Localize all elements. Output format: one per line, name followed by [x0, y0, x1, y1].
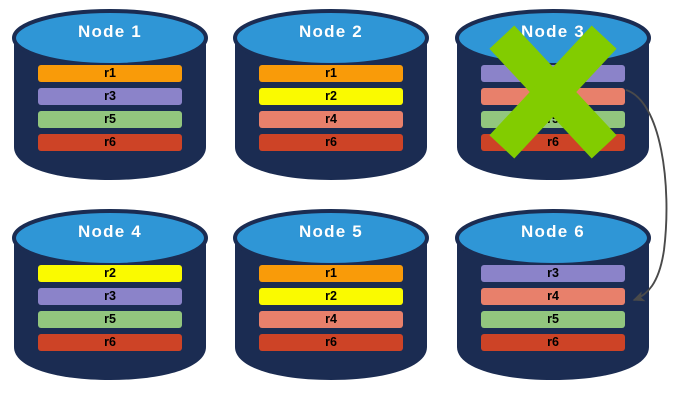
replica-list: r1 r2 r4 r6 [259, 265, 403, 351]
replica-bar[interactable]: r6 [259, 334, 403, 351]
replica-bar[interactable]: r6 [481, 334, 625, 351]
replica-bar[interactable]: r2 [259, 88, 403, 105]
replica-list: r3 r4 r5 r6 [481, 265, 625, 351]
replica-list: r1 r2 r4 r6 [259, 65, 403, 151]
replica-bar[interactable]: r2 [259, 288, 403, 305]
cylinder-top-disc [233, 9, 429, 67]
replica-bar[interactable]: r6 [259, 134, 403, 151]
replica-list: r3 r4 r5 r6 [481, 65, 625, 151]
replica-bar[interactable]: r3 [38, 88, 182, 105]
replica-bar[interactable]: r2 [38, 265, 182, 282]
cylinder-top-disc [455, 209, 651, 267]
replica-bar[interactable]: r6 [38, 134, 182, 151]
replica-bar[interactable]: r4 [259, 111, 403, 128]
cylinder-top-disc [455, 9, 651, 67]
replica-bar[interactable]: r6 [481, 134, 625, 151]
replica-bar[interactable]: r5 [481, 111, 625, 128]
replica-bar[interactable]: r5 [481, 311, 625, 328]
replica-list: r1 r3 r5 r6 [38, 65, 182, 151]
replica-bar[interactable]: r4 [481, 288, 625, 305]
replica-bar[interactable]: r5 [38, 311, 182, 328]
replica-bar[interactable]: r1 [259, 65, 403, 82]
cylinder-top-disc [233, 209, 429, 267]
replica-bar[interactable]: r3 [481, 265, 625, 282]
cylinder-top-disc [12, 9, 208, 67]
replica-bar[interactable]: r5 [38, 111, 182, 128]
replica-bar[interactable]: r3 [38, 288, 182, 305]
replica-bar[interactable]: r3 [481, 65, 625, 82]
replica-bar[interactable]: r4 [259, 311, 403, 328]
replica-bar[interactable]: r1 [259, 265, 403, 282]
replica-bar[interactable]: r6 [38, 334, 182, 351]
replica-list: r2 r3 r5 r6 [38, 265, 182, 351]
replica-bar[interactable]: r1 [38, 65, 182, 82]
cylinder-top-disc [12, 209, 208, 267]
replica-bar[interactable]: r4 [481, 88, 625, 105]
